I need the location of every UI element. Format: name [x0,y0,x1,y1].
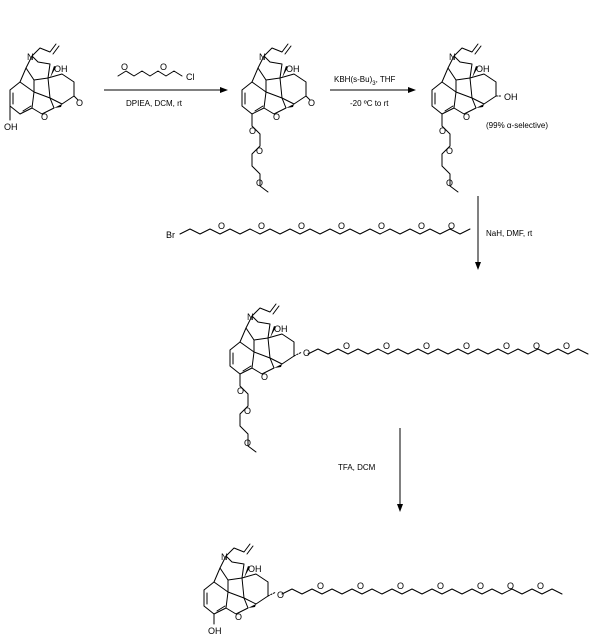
atom-cl: Cl [186,72,195,82]
arrow-step-1: DPIEA, DCM, rt [104,87,228,108]
atom-o: O [317,581,324,591]
atom-o: O [503,341,510,351]
atom-o: O [383,341,390,351]
atom-o: O [378,221,385,231]
atom-o: O [437,581,444,591]
atom-oh: OH [54,64,68,74]
atom-oh: OH [274,324,288,334]
atom-oh-6: OH [504,92,518,102]
atom-o: O [563,341,570,351]
atom-oh-phenol: OH [4,122,18,132]
atom-br: Br [166,230,175,240]
atom-o: O [298,221,305,231]
atom-o: O [303,348,310,358]
atom-o: O [446,178,453,188]
selectivity-note: (99% α-selective) [486,121,548,130]
atom-o-furan: O [463,112,470,122]
arrow-step-4: TFA, DCM [338,428,403,512]
atom-oh: OH [248,564,262,574]
reagent-br-peg: Br O O O O O O O [166,221,471,240]
molecule-6a-naltrexol-mem: N OH O OH O O O [431,43,518,193]
atom-o: O [418,221,425,231]
atom-o: O [244,406,251,416]
atom-o-ketone: O [308,98,315,108]
atom-o: O [537,581,544,591]
atom-o: O [477,581,484,591]
atom-o: O [397,581,404,591]
atom-o: O [277,590,284,600]
arrow-step-3: NaH, DMF, rt [475,196,533,270]
atom-o: O [343,341,350,351]
atom-o: O [338,221,345,231]
atom-o: O [439,126,446,136]
molecule-naltrexone: N OH O O OH [4,43,83,132]
atom-o: O [218,221,225,231]
atom-o: O [446,146,453,156]
atom-o-furan: O [41,112,48,122]
molecule-peg-mem: N OH O O O O [229,303,303,453]
atom-o: O [256,146,263,156]
atom-o: O [258,221,265,231]
atom-o: O [256,178,263,188]
atom-o: O [244,438,251,448]
atom-o: O [121,62,128,72]
atom-o: O [423,341,430,351]
atom-oh: OH [476,64,490,74]
atom-o: O [160,62,167,72]
reagent-below: -20 ºC to rt [350,99,389,108]
atom-o-ketone: O [76,98,83,108]
atom-o: O [463,341,470,351]
peg-chain-4: O O O O O O O O [303,341,589,358]
peg-chain-5: O O O O O O O O [277,581,563,600]
atom-n: N [449,52,456,62]
atom-oh-phenol: OH [208,626,222,636]
atom-o: O [448,221,455,231]
reagent-right: NaH, DMF, rt [486,229,533,238]
atom-o: O [357,581,364,591]
reagent-left: TFA, DCM [338,463,376,472]
atom-o-furan: O [273,112,280,122]
atom-o: O [533,341,540,351]
atom-o: O [249,126,256,136]
molecule-final: N OH O OH [203,543,277,636]
atom-n: N [221,552,228,562]
atom-o-furan: O [235,612,242,622]
atom-n: N [27,52,34,62]
reagent-above: KBH(s-Bu)3, THF [334,75,396,87]
arrow-step-2: KBH(s-Bu)3, THF -20 ºC to rt [330,75,416,108]
atom-o: O [507,581,514,591]
atom-n: N [259,52,266,62]
reagent-below: DPIEA, DCM, rt [126,99,183,108]
atom-o: O [237,386,244,396]
atom-n: N [247,312,254,322]
atom-oh: OH [286,64,300,74]
reagent-memcl: O O Cl [117,62,195,82]
molecule-mem-naltrexone: N OH O O O O O [241,43,315,193]
atom-o-furan: O [261,372,268,382]
